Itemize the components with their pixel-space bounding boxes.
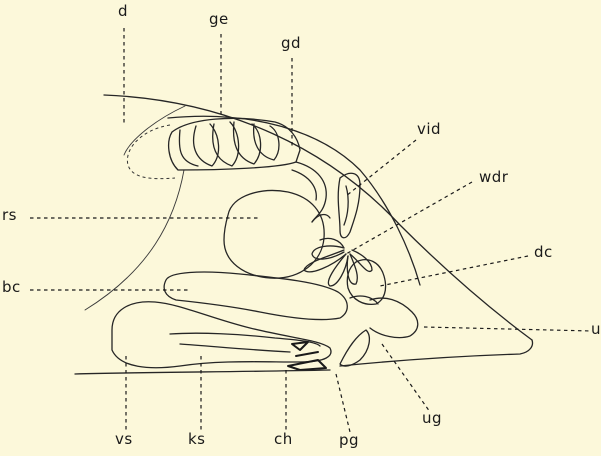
- vid-tube-inner: [344, 186, 348, 225]
- ch-piece-stroke: [296, 352, 318, 356]
- gland-duct: [296, 162, 326, 222]
- leader-pg: [336, 374, 350, 432]
- label-d: d: [118, 4, 128, 19]
- gland-lobe-4: [234, 122, 261, 164]
- leader-dc: [380, 256, 528, 286]
- leader-wdr: [346, 182, 472, 254]
- body-cavity: [164, 272, 347, 320]
- label-ug: ug: [422, 411, 442, 426]
- inner-dorsal-curve: [168, 116, 420, 285]
- ch-piece-upper: [292, 342, 308, 350]
- leader-ug: [382, 344, 430, 412]
- gland-duct-inner: [292, 170, 316, 200]
- gland-lobe-2: [194, 124, 219, 166]
- label-vid: vid: [417, 122, 441, 137]
- vid-tube: [338, 173, 360, 238]
- outer-dorsal-curve: [104, 95, 532, 340]
- ks-duct-lower: [180, 344, 290, 352]
- upper-left-arc: [124, 106, 185, 155]
- label-bc: bc: [2, 280, 21, 295]
- ventral-base-line: [75, 370, 330, 374]
- label-ks: ks: [188, 432, 206, 447]
- rosette-petal-3: [328, 254, 348, 286]
- label-pg: pg: [339, 433, 359, 448]
- dashed-outline: [127, 125, 175, 179]
- label-u: u: [591, 322, 601, 337]
- label-ch: ch: [274, 432, 293, 447]
- label-vs: vs: [115, 432, 133, 447]
- leader-vid: [346, 140, 416, 196]
- label-dc: dc: [534, 245, 553, 260]
- label-ge: ge: [209, 12, 229, 27]
- leader-u: [424, 327, 592, 331]
- label-wdr: wdr: [479, 170, 508, 185]
- gland-lobe-1: [179, 130, 198, 166]
- vesicula-sac: [112, 302, 331, 368]
- left-ventral-curve: [85, 170, 184, 310]
- label-rs: rs: [2, 208, 17, 223]
- label-gd: gd: [281, 36, 301, 51]
- pg-cone: [340, 330, 369, 366]
